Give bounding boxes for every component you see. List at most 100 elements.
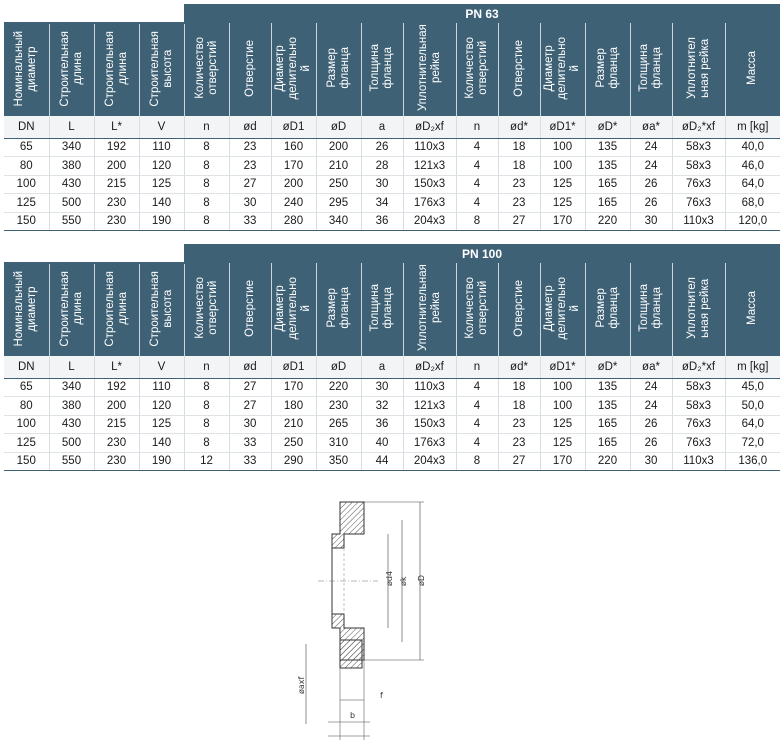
column-header-label: Номинальный диаметр	[13, 270, 39, 347]
table-cell: 34	[361, 193, 404, 213]
column-header: Толщина фланца	[630, 263, 673, 356]
column-header-label: Строительная длина	[58, 30, 84, 107]
table-cell: 46,0	[725, 156, 780, 176]
column-header-label: Количество отверстий	[464, 37, 489, 99]
column-header: Диаметр делительно й	[540, 263, 586, 356]
column-header-label: Размер фланца	[325, 287, 351, 329]
table-cell: 8	[456, 452, 499, 471]
table-cell: 36	[361, 212, 404, 231]
symbol-cell: øD₂*xf	[672, 116, 726, 139]
table-cell: 26	[361, 138, 404, 157]
table-cell: 180	[271, 396, 317, 416]
table-cell: 8	[184, 156, 230, 176]
column-header-label: Диаметр делительно й	[274, 36, 312, 100]
table-cell: 192	[94, 138, 140, 157]
table-cell: 200	[94, 156, 140, 176]
table-cell: 230	[94, 452, 140, 471]
column-header-label: Количество отверстий	[193, 37, 219, 99]
table-cell: 136,0	[725, 452, 780, 471]
table-cell: 32	[361, 396, 404, 416]
column-header-label: Строительная высота	[148, 30, 174, 107]
table-cell: 550	[49, 452, 95, 471]
table-cell: 125	[540, 193, 586, 213]
column-header: Диаметр делительно й	[271, 23, 317, 116]
column-header: Толщина фланца	[361, 263, 404, 356]
table-cell: 76x3	[672, 193, 726, 213]
table-cell: 176x3	[403, 193, 457, 213]
column-header: Строительная длина	[49, 263, 95, 356]
symbol-cell: m [kg]	[725, 356, 780, 379]
table-cell: 500	[49, 433, 95, 453]
column-header-label: Масса	[746, 50, 759, 85]
table-cell: 30	[361, 175, 404, 194]
column-header: Размер фланца	[316, 263, 362, 356]
table-cell: 8	[184, 396, 230, 416]
column-header-label: Строительная длина	[58, 270, 84, 347]
table-cell: 4	[456, 433, 499, 453]
table-cell: 220	[585, 452, 631, 471]
column-header-label: Толщина фланца	[369, 44, 394, 92]
table-cell: 26	[630, 175, 673, 194]
table-cell: 110	[139, 378, 185, 397]
table-cell: 18	[498, 156, 541, 176]
column-header: Уплотнител ьная рейка	[672, 23, 726, 116]
column-header-label: Диаметр делительно й	[543, 36, 581, 100]
table-cell: 110x3	[403, 378, 457, 397]
column-header: Номинальный диаметр	[4, 263, 50, 356]
table-cell: 125	[540, 433, 586, 453]
table-cell: 33	[229, 452, 272, 471]
table-cell: 230	[94, 433, 140, 453]
table-cell: 230	[94, 212, 140, 231]
table-cell: 135	[585, 396, 631, 416]
table-cell: 176x3	[403, 433, 457, 453]
table-cell: 27	[229, 396, 272, 416]
table-cell: 8	[184, 193, 230, 213]
header-spacer	[4, 4, 184, 24]
symbol-cell: n	[184, 356, 230, 379]
table-cell: 8	[184, 378, 230, 397]
table-cell: 30	[229, 414, 272, 434]
table-cell: 27	[498, 212, 541, 231]
table-cell: 135	[585, 378, 631, 397]
column-header-label: Строительная длина	[103, 270, 129, 347]
column-header-label: Отверстие	[243, 279, 256, 337]
table-cell: 76x3	[672, 414, 726, 434]
table-cell: 58x3	[672, 378, 726, 397]
table-cell: 4	[456, 138, 499, 157]
table-cell: 18	[498, 378, 541, 397]
table-cell: 45,0	[725, 378, 780, 397]
symbol-cell: øa*	[630, 356, 673, 379]
column-header-label: Строительная высота	[148, 270, 174, 347]
table-cell: 125	[540, 414, 586, 434]
table-cell: 27	[229, 378, 272, 397]
column-header: Уплотнительная рейка	[403, 263, 457, 356]
table-cell: 8	[184, 414, 230, 434]
table-cell: 340	[49, 378, 95, 397]
table-cell: 23	[498, 175, 541, 194]
table-cell: 4	[456, 175, 499, 194]
table-cell: 100	[4, 414, 50, 434]
symbol-cell: V	[139, 116, 185, 139]
table-cell: 110x3	[672, 452, 726, 471]
table-cell: 27	[229, 175, 272, 194]
column-header: Отверстие	[229, 263, 272, 356]
symbol-cell: a	[361, 116, 404, 139]
column-header-label: Диаметр делительно й	[543, 276, 581, 340]
column-header: Масса	[725, 263, 780, 356]
symbol-cell: øD₂xf	[403, 356, 457, 379]
symbol-cell: øa*	[630, 116, 673, 139]
column-header-label: Отверстие	[243, 39, 256, 97]
table-cell: 80	[4, 396, 50, 416]
column-header-label: Количество отверстий	[464, 277, 489, 339]
symbol-cell: øD1	[271, 116, 317, 139]
table-cell: 58x3	[672, 396, 726, 416]
